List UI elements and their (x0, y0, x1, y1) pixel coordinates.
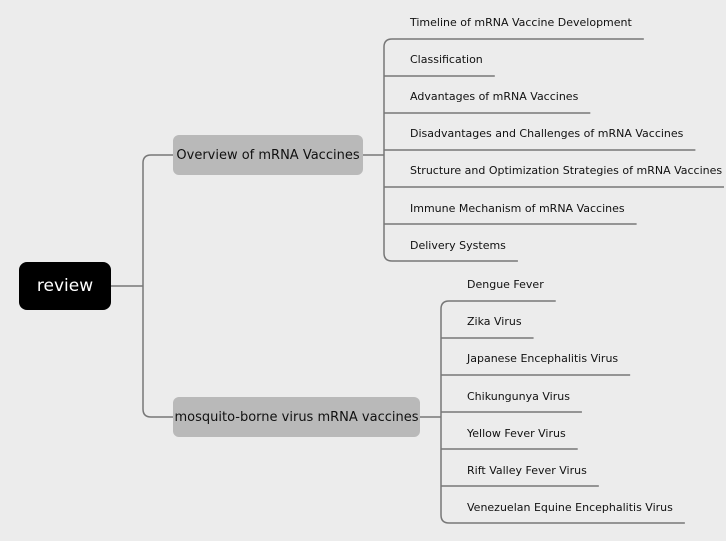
root-node[interactable]: review (19, 262, 111, 310)
branch-node-mosquito[interactable]: mosquito-borne virus mRNA vaccines (173, 397, 420, 437)
leaf-topic[interactable]: Zika Virus (467, 315, 522, 328)
leaf-topic[interactable]: Structure and Optimization Strategies of… (410, 164, 723, 177)
leaf-topic[interactable]: Timeline of mRNA Vaccine Development (410, 16, 632, 29)
leaf-underline (383, 252, 518, 262)
leaf-topic[interactable]: Immune Mechanism of mRNA Vaccines (410, 202, 625, 215)
leaf-topic[interactable]: Yellow Fever Virus (467, 427, 566, 440)
leaf-topic[interactable]: Disadvantages and Challenges of mRNA Vac… (410, 127, 684, 140)
leaf-topic[interactable]: Chikungunya Virus (467, 390, 570, 403)
root-label: review (36, 276, 94, 296)
branch-label: Overview of mRNA Vaccines (176, 147, 360, 163)
leaf-underline (440, 300, 556, 310)
leaf-topic[interactable]: Dengue Fever (467, 278, 544, 291)
leaf-topic[interactable]: Venezuelan Equine Encephalitis Virus (467, 501, 673, 514)
leaf-topic[interactable]: Classification (410, 53, 483, 66)
leaf-topic[interactable]: Rift Valley Fever Virus (467, 464, 587, 477)
branch-label: mosquito-borne virus mRNA vaccines (174, 409, 419, 425)
leaf-topic[interactable]: Japanese Encephalitis Virus (467, 352, 619, 365)
leaf-topic[interactable]: Delivery Systems (410, 239, 506, 252)
connector-line (142, 286, 173, 418)
leaf-underline (440, 514, 685, 524)
connector-line (142, 154, 173, 286)
branch-node-overview[interactable]: Overview of mRNA Vaccines (173, 135, 363, 175)
leaf-topic[interactable]: Advantages of mRNA Vaccines (410, 90, 579, 103)
leaf-underline (383, 38, 644, 48)
